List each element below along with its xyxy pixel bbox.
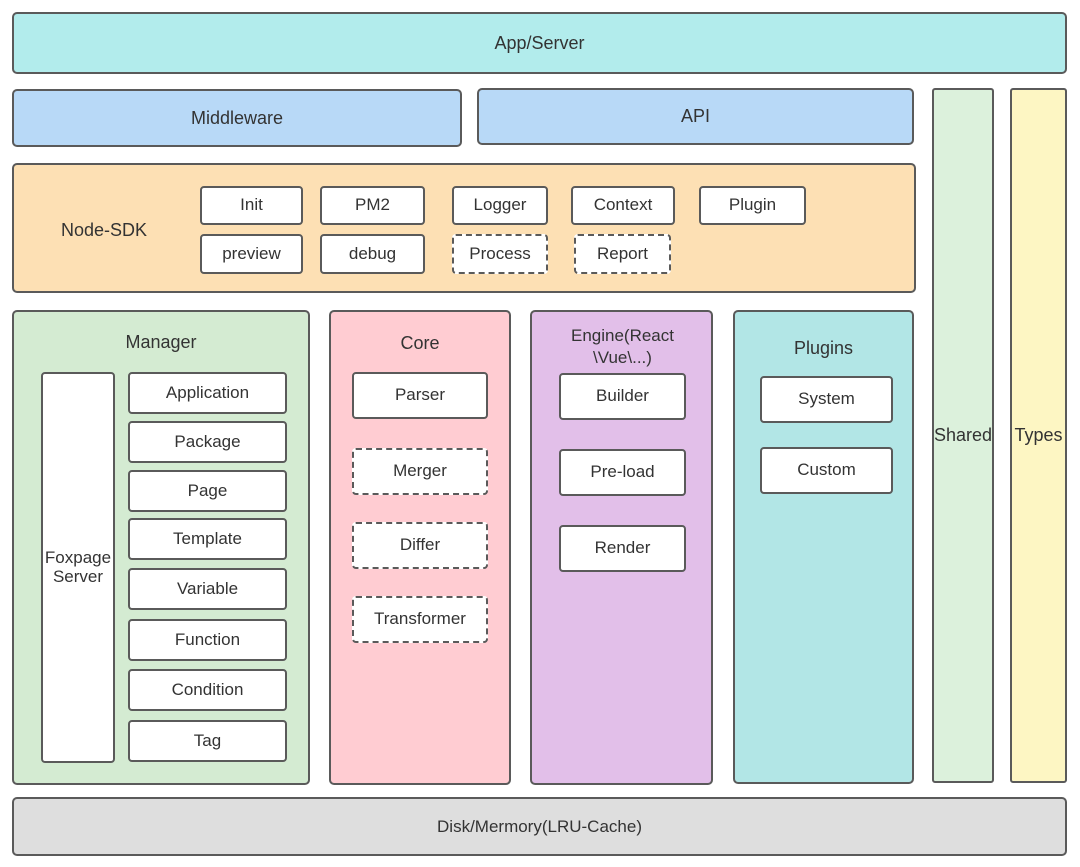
disk-cache-layer: Disk/Mermory(LRU-Cache) xyxy=(12,797,1067,856)
node-sdk-layer: Node-SDK Init PM2 Logger Context Plugin … xyxy=(12,163,916,293)
plugins-module: Plugins System Custom xyxy=(733,310,914,784)
manager-title: Manager xyxy=(125,332,197,352)
sdk-pm2: PM2 xyxy=(320,186,425,225)
manager-module: Manager Foxpage Server Application Packa… xyxy=(12,310,310,785)
sdk-report: Report xyxy=(574,234,671,274)
engine-preload: Pre-load xyxy=(559,449,686,496)
manager-application: Application xyxy=(128,372,287,414)
sdk-plugin: Plugin xyxy=(699,186,806,225)
node-sdk-title: Node-SDK xyxy=(60,220,148,240)
core-title: Core xyxy=(400,333,440,353)
foxpage-server: Foxpage Server xyxy=(41,372,115,763)
shared-label: Shared xyxy=(933,425,993,445)
manager-condition: Condition xyxy=(128,669,287,711)
manager-package: Package xyxy=(128,421,287,463)
sdk-debug: debug xyxy=(320,234,425,274)
plugins-system: System xyxy=(760,376,893,423)
types-label: Types xyxy=(1014,425,1063,445)
manager-tag: Tag xyxy=(128,720,287,762)
middleware-label: Middleware xyxy=(190,107,284,128)
manager-template: Template xyxy=(128,518,287,560)
middleware-layer: Middleware xyxy=(12,89,462,147)
plugins-title: Plugins xyxy=(793,338,854,358)
shared-layer: Shared xyxy=(932,88,994,783)
api-label: API xyxy=(680,106,710,126)
sdk-context: Context xyxy=(571,186,675,225)
engine-module: Engine(React \Vue\...) Builder Pre-load … xyxy=(530,310,713,785)
core-differ: Differ xyxy=(352,522,488,569)
core-transformer: Transformer xyxy=(352,596,488,643)
manager-page: Page xyxy=(128,470,287,512)
manager-variable: Variable xyxy=(128,568,287,610)
engine-title: Engine(React \Vue\...) xyxy=(570,326,674,367)
engine-render: Render xyxy=(559,525,686,572)
core-merger: Merger xyxy=(352,448,488,495)
app-server-label: App/Server xyxy=(494,32,585,53)
core-parser: Parser xyxy=(352,372,488,419)
disk-cache-label: Disk/Mermory(LRU-Cache) xyxy=(437,816,642,836)
app-server-layer: App/Server xyxy=(12,12,1067,74)
sdk-logger: Logger xyxy=(452,186,548,225)
api-layer: API xyxy=(477,88,914,145)
manager-function: Function xyxy=(128,619,287,661)
sdk-init: Init xyxy=(200,186,303,225)
sdk-preview: preview xyxy=(200,234,303,274)
sdk-process: Process xyxy=(452,234,548,274)
core-module: Core Parser Merger Differ Transformer xyxy=(329,310,511,785)
engine-builder: Builder xyxy=(559,373,686,420)
types-layer: Types xyxy=(1010,88,1067,783)
plugins-custom: Custom xyxy=(760,447,893,494)
